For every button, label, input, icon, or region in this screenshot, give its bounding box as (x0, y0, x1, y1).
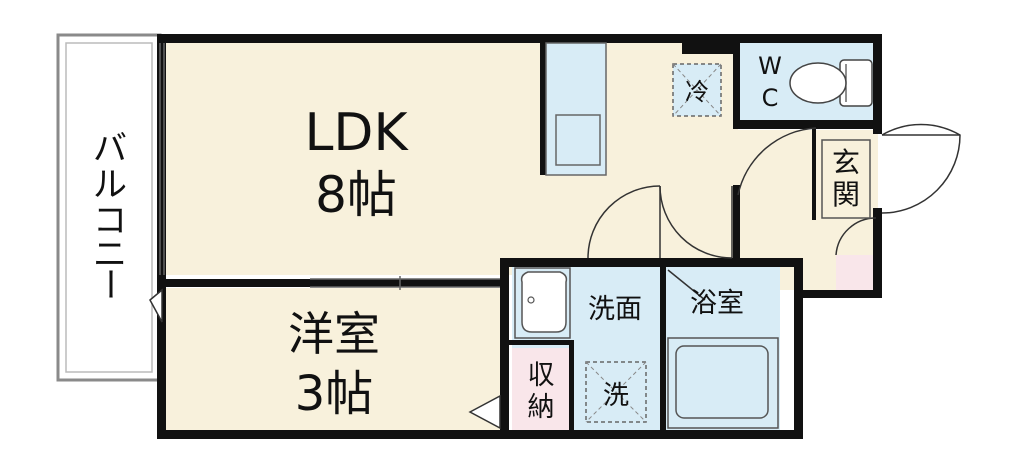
storage-char: 収 (528, 360, 555, 391)
balcony-char: コ (93, 201, 127, 241)
washer-space: 洗 (585, 361, 647, 423)
storage-label: 収 納 (528, 360, 555, 423)
storage-floor (512, 348, 574, 430)
balcony-char: ニ (93, 235, 127, 275)
western-name: 洋室 (288, 307, 380, 361)
storage-char: 納 (528, 392, 555, 423)
balcony-char: バ (93, 129, 127, 169)
ldk-name: LDK (304, 103, 409, 163)
washbasin (514, 267, 571, 339)
balcony-label: バ ル コ ニ ー (89, 129, 129, 301)
walls (157, 34, 882, 439)
balcony-char: ー (89, 267, 129, 301)
entrance-char: 玄 (832, 146, 860, 179)
balcony-char: ル (93, 165, 127, 205)
fridge-space: 冷 (672, 63, 722, 117)
ldk-size: 8帖 (315, 166, 397, 224)
windows (159, 43, 500, 290)
wc-label-c: C (762, 84, 779, 112)
entrance-floor (836, 255, 878, 290)
bathroom-label: 浴室 (690, 288, 744, 319)
western-size: 3帖 (295, 366, 374, 422)
doors (149, 123, 961, 430)
kitchen-counter (545, 42, 607, 176)
washroom-label: 洗面 (588, 294, 642, 325)
entrance-label: 玄 関 (821, 139, 871, 219)
balcony (56, 33, 162, 382)
fridge-label: 冷 (685, 78, 709, 106)
washer-label: 洗 (603, 381, 629, 411)
entrance-char: 関 (832, 178, 860, 211)
bathtub (667, 337, 779, 429)
toilet (789, 59, 873, 107)
wc-label-w: W (758, 52, 782, 80)
western-floor (165, 288, 505, 433)
